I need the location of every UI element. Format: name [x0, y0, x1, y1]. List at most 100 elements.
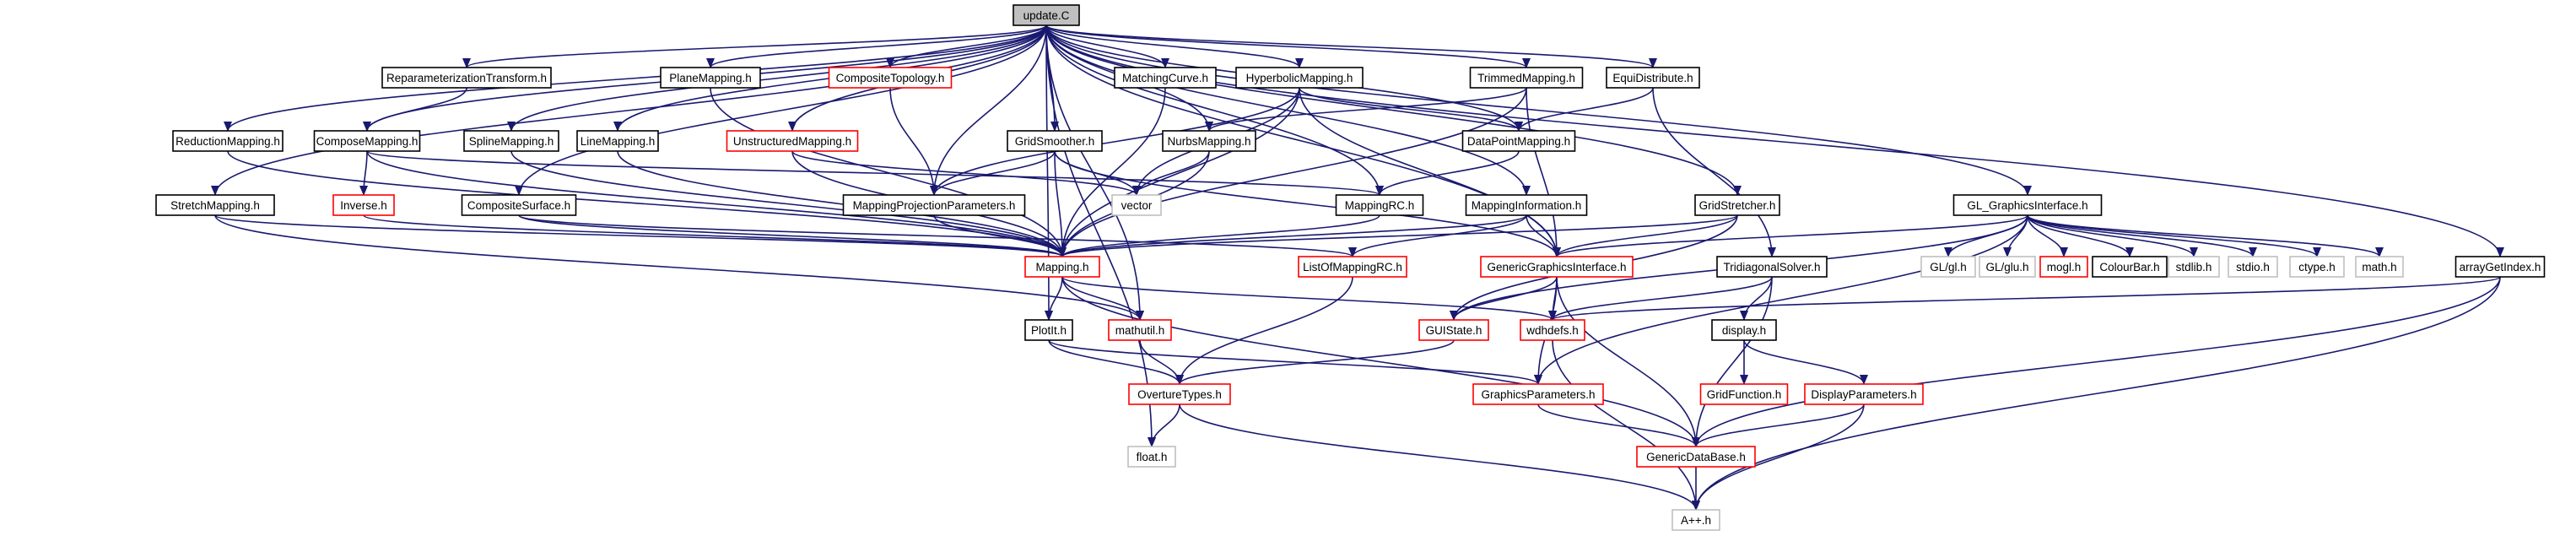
node-label: Mapping.h [1035, 261, 1088, 273]
edge-tridiag-to-wdhdefs [1548, 276, 1773, 321]
node-box [1007, 130, 1103, 152]
node-label: ReparameterizationTransform.h [386, 72, 547, 84]
node-update[interactable]: update.C [1013, 4, 1080, 26]
node-ggi[interactable]: GenericGraphicsInterface.h [1480, 256, 1634, 278]
node-comptopo[interactable]: CompositeTopology.h [828, 67, 953, 89]
node-compsurf[interactable]: CompositeSurface.h [461, 194, 577, 216]
node-box [1472, 383, 1604, 405]
node-wdhdefs[interactable]: wdhdefs.h [1520, 319, 1585, 341]
node-unstruct[interactable]: UnstructuredMapping.h [726, 130, 859, 152]
edge-equi-to-datapoint [1515, 87, 1654, 132]
edge-mapping-to-mathutil [1061, 276, 1144, 321]
node-trimmed[interactable]: TrimmedMapping.h [1469, 67, 1584, 89]
node-label: HyperbolicMapping.h [1246, 72, 1353, 84]
node-datapoint[interactable]: DataPointMapping.h [1461, 130, 1576, 152]
node-vector[interactable]: vector [1111, 194, 1162, 216]
node-float[interactable]: float.h [1127, 446, 1176, 468]
node-box [313, 130, 421, 152]
node-label: DataPointMapping.h [1467, 135, 1570, 148]
node-inverse[interactable]: Inverse.h [332, 194, 395, 216]
node-overture[interactable]: OvertureTypes.h [1128, 383, 1231, 405]
node-stdio[interactable]: stdio.h [2228, 256, 2278, 278]
edge-arrayget-to-app [1692, 276, 2501, 511]
node-stdlib[interactable]: stdlib.h [2168, 256, 2220, 278]
node-gparams[interactable]: GraphicsParameters.h [1472, 383, 1604, 405]
edge-update-to-equi [1045, 24, 1657, 68]
node-mapping[interactable]: Mapping.h [1024, 256, 1100, 278]
node-reparam[interactable]: ReparameterizationTransform.h [381, 67, 552, 89]
edge-update-to-spline [507, 24, 1047, 132]
edge-compsurf-to-mapping [518, 214, 1067, 257]
node-hyperbolic[interactable]: HyperbolicMapping.h [1235, 67, 1364, 89]
node-app[interactable]: A++.h [1671, 509, 1720, 531]
node-label: ReductionMapping.h [176, 135, 280, 148]
edge-compose-to-inverse [359, 150, 369, 196]
edge-gridstretch-to-mapping [1058, 214, 1738, 257]
node-box [2039, 256, 2088, 278]
node-glgi[interactable]: GL_GraphicsInterface.h [1952, 194, 2103, 216]
edge-listrc-to-overture [1175, 276, 1353, 385]
node-mathutil[interactable]: mathutil.h [1108, 319, 1172, 341]
node-display[interactable]: display.h [1711, 319, 1777, 341]
edge-trimmed-to-mapping [1058, 87, 1527, 257]
node-label: UnstructuredMapping.h [733, 135, 851, 148]
node-stretch[interactable]: StretchMapping.h [155, 194, 275, 216]
edge-mapping-to-plotit [1045, 276, 1063, 321]
node-equi[interactable]: EquiDistribute.h [1606, 67, 1700, 89]
node-mpp[interactable]: MappingProjectionParameters.h [842, 194, 1026, 216]
edge-update-to-trimmed [1045, 24, 1531, 68]
edge-reparam-to-compose [363, 87, 467, 132]
edge-trimmed-to-ggi [1526, 87, 1561, 257]
node-spline[interactable]: SplineMapping.h [463, 130, 559, 152]
node-tridiag[interactable]: TridiagonalSolver.h [1716, 256, 1828, 278]
node-gridsmooth[interactable]: GridSmoother.h [1007, 130, 1103, 152]
node-mogl[interactable]: mogl.h [2039, 256, 2088, 278]
node-label: ListOfMappingRC.h [1303, 261, 1402, 273]
edge-compose-to-mappingrc [366, 150, 1384, 196]
node-box [1461, 130, 1576, 152]
node-box [828, 67, 953, 89]
node-arrayget[interactable]: arrayGetIndex.h [2454, 256, 2546, 278]
node-gendb[interactable]: GenericDataBase.h [1636, 446, 1756, 468]
node-colourbar[interactable]: ColourBar.h [2092, 256, 2168, 278]
node-ctype[interactable]: ctype.h [2289, 256, 2345, 278]
node-guistate[interactable]: GUIState.h [1418, 319, 1489, 341]
edge-update-to-reparam [462, 24, 1047, 68]
dependency-edges [211, 24, 2504, 511]
node-box [842, 194, 1026, 216]
node-mappingrc[interactable]: MappingRC.h [1335, 194, 1424, 216]
node-gridstretch[interactable]: GridStretcher.h [1694, 194, 1780, 216]
edge-trimmed-to-nurbs [1205, 87, 1527, 132]
node-reduction[interactable]: ReductionMapping.h [172, 130, 284, 152]
node-label: ColourBar.h [2099, 261, 2159, 273]
node-nurbs[interactable]: NurbsMapping.h [1162, 130, 1256, 152]
edge-hyperbolic-to-mpp [930, 87, 1300, 196]
node-box [463, 130, 559, 152]
node-label: PlotIt.h [1031, 324, 1067, 337]
node-math[interactable]: math.h [2355, 256, 2404, 278]
node-dispparams[interactable]: DisplayParameters.h [1804, 383, 1924, 405]
node-mapinfo[interactable]: MappingInformation.h [1465, 194, 1588, 216]
node-listrc[interactable]: ListOfMappingRC.h [1298, 256, 1407, 278]
node-matching[interactable]: MatchingCurve.h [1114, 67, 1217, 89]
node-box [1979, 256, 2036, 278]
node-glglu[interactable]: GL/glu.h [1979, 256, 2036, 278]
edge-plane-to-mapping [710, 87, 1067, 257]
node-compose[interactable]: ComposeMapping.h [313, 130, 421, 152]
edge-mapinfo-to-listrc [1348, 214, 1527, 257]
node-glgl[interactable]: GL/gl.h [1920, 256, 1976, 278]
node-gridfunc[interactable]: GridFunction.h [1699, 383, 1789, 405]
node-label: MappingInformation.h [1472, 199, 1582, 212]
node-plotit[interactable]: PlotIt.h [1024, 319, 1073, 341]
node-line[interactable]: LineMapping.h [576, 130, 659, 152]
node-box [660, 67, 761, 89]
node-box [1335, 194, 1424, 216]
node-box [576, 130, 659, 152]
node-box [1480, 256, 1634, 278]
edge-plotit-to-overture [1048, 339, 1184, 385]
edge-gridstretch-to-ggi [1553, 214, 1738, 257]
edge-datapoint-to-mappingrc [1375, 150, 1520, 196]
edge-hyperbolic-to-mapping [1058, 87, 1300, 257]
node-plane[interactable]: PlaneMapping.h [660, 67, 761, 89]
edge-mpp-to-mapping [933, 214, 1067, 257]
